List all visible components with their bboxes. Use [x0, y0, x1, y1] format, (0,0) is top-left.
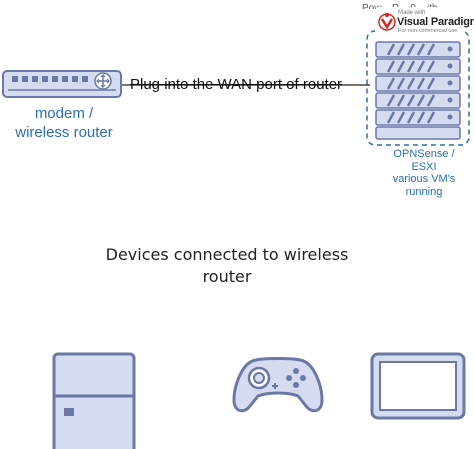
modem-label-line1: modem /: [34, 105, 94, 122]
connection-label: Plug into the WAN port of router: [130, 76, 343, 93]
server-label: OPNSense / ESXI various VM's running: [386, 148, 462, 198]
game-controller-icon: [232, 357, 324, 413]
desktop-tower-icon: [52, 352, 136, 449]
devices-title-line1: Devices connected to wireless: [105, 245, 349, 264]
watermark-brand: Visual Paradigm: [397, 16, 474, 28]
modem-label: modem / wireless router: [0, 104, 128, 142]
server-label-line3: running: [405, 185, 443, 198]
devices-section-title: Devices connected to wireless router: [60, 244, 394, 288]
server-top-label: Pow... R... 0... ith: [362, 3, 438, 9]
tablet-icon: [370, 352, 466, 420]
server-label-line2: various VM's: [392, 173, 456, 185]
watermark-made-with: Made with: [398, 10, 426, 16]
modem-icon: [2, 70, 122, 98]
watermark-note: For non-commercial use: [398, 28, 458, 34]
server-label-line1: OPNSense / ESXI: [393, 148, 455, 173]
modem-label-line2: wireless router: [15, 124, 113, 141]
server-rack-icon: [366, 30, 470, 146]
visual-paradigm-logo-icon: [378, 13, 396, 31]
devices-title-line2: router: [202, 267, 252, 286]
